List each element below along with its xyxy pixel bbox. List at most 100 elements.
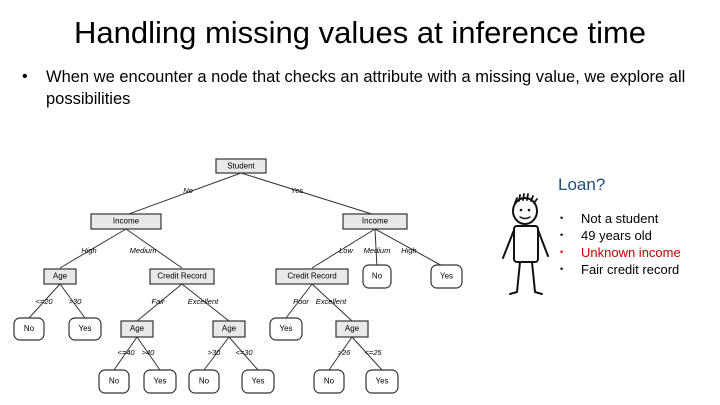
- node-age-b-box: [120, 320, 154, 338]
- edge-label-gt30b: >30: [208, 348, 222, 357]
- attribute-item: • 49 years old: [560, 227, 681, 244]
- edge-student-income-left: [125, 172, 242, 216]
- edge-label-le25: <=25: [364, 348, 382, 357]
- tree-leaves: No Yes No Yes Yes No Yes No Yes No Yes: [13, 264, 463, 394]
- edge-label-le30: <=30: [235, 348, 253, 357]
- edge-label-excellent-right: Excellent: [316, 297, 347, 306]
- tree-edges: [28, 172, 447, 371]
- edge-age-c-yes: [228, 336, 259, 371]
- node-income-left-box: [90, 213, 162, 230]
- attribute-item: • Not a student: [560, 210, 681, 227]
- edge-credit-left-age-c: [181, 283, 230, 322]
- node-age-top: Age: [53, 272, 68, 281]
- bullet-dot: •: [560, 230, 564, 240]
- edge-label-low: Low: [339, 246, 353, 255]
- node-age-d-box: [335, 320, 369, 338]
- bullet-dot: •: [22, 68, 28, 85]
- node-student: Student: [227, 162, 255, 171]
- edge-label-le40: <=40: [117, 348, 135, 357]
- edge-label-high: High: [81, 246, 96, 255]
- leaf-yes-b2: Yes: [153, 377, 166, 386]
- leaf-no-b1: No: [109, 377, 120, 386]
- leaf-no-d1: No: [324, 377, 335, 386]
- leaf-yes-poor: Yes: [279, 324, 292, 333]
- edge-age-c-no: [203, 336, 230, 371]
- edge-label-excellent-left: Excellent: [188, 297, 219, 306]
- edge-student-income-right: [240, 172, 376, 216]
- edge-label-gt30: >30: [69, 297, 83, 306]
- leaf-no-b1-box: [98, 369, 130, 394]
- node-income-left: Income: [113, 217, 140, 226]
- attribute-text-missing: Unknown income: [581, 245, 681, 260]
- leaf-yes-d2: Yes: [375, 377, 388, 386]
- node-age-b: Age: [130, 324, 145, 333]
- bullet-dot: •: [560, 213, 564, 223]
- edge-label-student-no: No: [183, 186, 193, 195]
- edge-label-poor: Poor: [293, 297, 309, 306]
- node-age-top-box: [43, 268, 77, 285]
- attribute-text: Not a student: [581, 211, 659, 226]
- attribute-item-missing: • Unknown income: [560, 244, 681, 261]
- leaf-yes-b2-box: [143, 369, 177, 394]
- edge-age-b-no: [113, 336, 138, 371]
- edge-label-student-yes: Yes: [291, 186, 304, 195]
- node-credit-left: Credit Record: [157, 272, 206, 281]
- edge-label-fair-left: Fair: [152, 297, 165, 306]
- leaf-yes-high-box: [430, 264, 463, 289]
- leaf-yes-d2-box: [365, 369, 399, 394]
- applicant-attributes-list: • Not a student • 49 years old • Unknown…: [560, 210, 681, 278]
- bullet-text: When we encounter a node that checks an …: [46, 68, 686, 108]
- tree-nodes: Student Income Income Age Credit Record …: [43, 158, 408, 338]
- node-credit-right: Credit Record: [287, 272, 336, 281]
- node-student-box: [215, 158, 267, 174]
- edge-credit-left-age-b: [136, 283, 183, 322]
- edge-label-le20: <=20: [35, 297, 53, 306]
- leaf-yes-poor-box: [269, 317, 303, 341]
- loan-question-title: Loan?: [558, 175, 606, 194]
- node-credit-right-box: [275, 268, 349, 285]
- leaf-no-a: No: [24, 324, 35, 333]
- node-age-c-box: [212, 320, 246, 338]
- node-income-right: Income: [362, 217, 389, 226]
- leaf-no-d1-box: [313, 369, 345, 394]
- leaf-yes-a: Yes: [78, 324, 91, 333]
- edge-label-gt40: >40: [142, 348, 156, 357]
- leaf-no-low-box: [362, 264, 392, 289]
- node-credit-left-box: [149, 268, 215, 285]
- edge-label-high-right: High: [401, 246, 416, 255]
- edge-income-left-age: [59, 228, 127, 269]
- node-age-c: Age: [222, 324, 237, 333]
- attribute-text: Fair credit record: [581, 262, 680, 277]
- edge-label-medium-left: Medium: [130, 246, 157, 255]
- leaf-no-c1: No: [199, 377, 210, 386]
- bullet-point: • When we encounter a node that checks a…: [22, 66, 712, 110]
- edge-credit-right-age-d: [311, 283, 353, 322]
- tree-edge-labels: No Yes High Medium Low Medium High <=20 …: [35, 186, 416, 357]
- edge-label-gt26: >26: [338, 348, 352, 357]
- leaf-yes-high: Yes: [440, 272, 453, 281]
- edge-age-d-yes: [351, 336, 383, 371]
- edge-income-right-no: [374, 228, 378, 269]
- bullet-dot: •: [560, 247, 564, 257]
- leaf-yes-a-box: [68, 317, 102, 341]
- node-income-right-box: [342, 213, 408, 230]
- slide-title: Handling missing values at inference tim…: [73, 15, 647, 50]
- edge-income-right-credit: [311, 228, 376, 269]
- stick-figure-person-icon: [502, 193, 549, 295]
- edge-credit-right-yes: [285, 283, 313, 319]
- edge-age-b-yes: [136, 336, 161, 371]
- leaf-no-low: No: [372, 272, 383, 281]
- attribute-text: 49 years old: [581, 228, 652, 243]
- edge-age-yes: [59, 283, 86, 319]
- edge-age-no: [28, 283, 61, 319]
- leaf-no-c1-box: [188, 369, 220, 394]
- leaf-no-a-box: [13, 317, 45, 341]
- edge-age-d-no: [328, 336, 353, 371]
- attribute-item: • Fair credit record: [560, 261, 681, 278]
- leaf-yes-c2: Yes: [251, 377, 264, 386]
- leaf-yes-c2-box: [241, 369, 275, 394]
- edge-label-medium-right: Medium: [364, 246, 391, 255]
- edge-income-right-yes: [374, 228, 447, 269]
- node-age-d: Age: [345, 324, 360, 333]
